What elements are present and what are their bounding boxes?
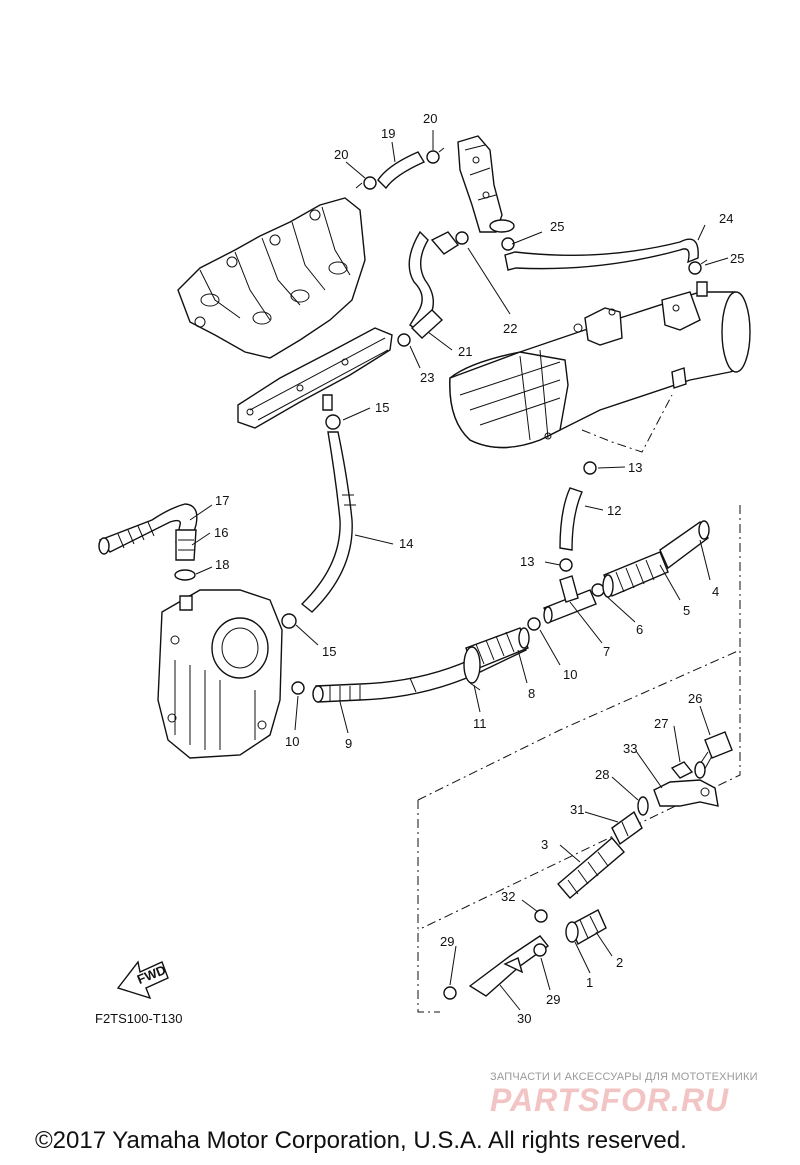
- bellows-5: [602, 551, 669, 598]
- callout-23: 23: [420, 370, 434, 385]
- hose-21: [410, 309, 444, 339]
- callout-3: 3: [541, 837, 548, 852]
- hose-12: [559, 487, 583, 551]
- callout-9: 9: [345, 736, 352, 751]
- hose-22: [408, 230, 460, 333]
- fitting-26: [694, 731, 733, 779]
- nut-27: [670, 761, 694, 779]
- fitting-1: [565, 921, 579, 943]
- clamp-29-left: [443, 986, 457, 1000]
- callout-25-left: 25: [550, 219, 564, 234]
- callout-19: 19: [381, 126, 395, 141]
- fwd-arrow-icon: FWD: [116, 960, 169, 1000]
- callout-10-left: 10: [285, 734, 299, 749]
- oil-tank: [157, 589, 283, 759]
- group-box-main: [417, 394, 741, 1013]
- hose-9: [312, 635, 527, 703]
- fitting-31: [611, 810, 643, 846]
- clamp-10-left: [291, 681, 305, 695]
- callout-4: 4: [712, 584, 719, 599]
- watermark-brand: PARTSFOR.RU: [490, 1082, 730, 1118]
- clamp-15-lower: [281, 613, 297, 629]
- callout-20-left: 20: [334, 147, 348, 162]
- callout-29-right: 29: [546, 992, 560, 1007]
- callout-22: 22: [503, 321, 517, 336]
- bracket-fitting: [457, 135, 515, 233]
- callout-5: 5: [683, 603, 690, 618]
- callout-32: 32: [501, 889, 515, 904]
- callout-18: 18: [215, 557, 229, 572]
- callout-8: 8: [528, 686, 535, 701]
- callout-2: 2: [616, 955, 623, 970]
- hose-17: [98, 503, 198, 555]
- bracket-33: [653, 779, 719, 807]
- clamp-32: [534, 909, 548, 923]
- copyright-notice: ©2017 Yamaha Motor Corporation, U.S.A. A…: [35, 1127, 687, 1154]
- callout-33: 33: [623, 741, 637, 756]
- clamp-6: [591, 583, 605, 597]
- washer-28: [637, 796, 649, 816]
- callout-14: 14: [399, 536, 413, 551]
- callout-13-lower: 13: [520, 554, 534, 569]
- exhaust-manifold: [177, 197, 393, 429]
- callout-27: 27: [654, 716, 668, 731]
- callout-28: 28: [595, 767, 609, 782]
- clamp-29-right: [533, 943, 547, 957]
- callout-10-right: 10: [563, 667, 577, 682]
- callout-6: 6: [636, 622, 643, 637]
- clamp-13-upper: [583, 461, 597, 475]
- clamp-18: [174, 569, 196, 581]
- t-joint-7: [543, 575, 597, 624]
- callout-21: 21: [458, 344, 472, 359]
- callout-7: 7: [603, 644, 610, 659]
- callout-31: 31: [570, 802, 584, 817]
- clamp-23: [397, 333, 411, 347]
- callout-20-right: 20: [423, 111, 437, 126]
- hose-14: [300, 431, 356, 613]
- clamp-10-right: [527, 617, 541, 631]
- diagram-code: F2TS100-T130: [95, 1011, 183, 1026]
- callout-29-left: 29: [440, 934, 454, 949]
- joint-30: [468, 935, 550, 997]
- clamp-13-lower: [559, 558, 573, 572]
- callout-12: 12: [607, 503, 621, 518]
- clamp-15-upper: [325, 414, 341, 430]
- callout-30: 30: [517, 1011, 531, 1026]
- callout-15-lower: 15: [322, 644, 336, 659]
- callout-1: 1: [586, 975, 593, 990]
- watermark-tagline: ЗАПЧАСТИ И АКСЕССУАРЫ ДЛЯ МОТОТЕХНИКИ: [490, 1071, 758, 1083]
- callout-13-upper: 13: [628, 460, 642, 475]
- callout-24: 24: [719, 211, 733, 226]
- callout-11: 11: [473, 716, 487, 731]
- hose-19: [377, 151, 426, 190]
- clamp-20-left: [355, 176, 377, 190]
- leader-lines: [189, 130, 729, 1011]
- hose-4: [659, 520, 710, 570]
- clamp-22: [455, 231, 469, 245]
- clamp-25-right: [688, 259, 708, 275]
- callout-17: 17: [215, 493, 229, 508]
- callout-15-upper: 15: [375, 400, 389, 415]
- callout-26: 26: [688, 691, 702, 706]
- bellows-3: [557, 837, 625, 899]
- callout-16: 16: [214, 525, 228, 540]
- part-callouts: 19 20 20 25 24 25 22 21 23 15 13 12 13 1…: [214, 111, 744, 1026]
- clamp-25-left: [501, 237, 515, 251]
- hose-24: [504, 238, 699, 271]
- clamp-11: [463, 646, 481, 691]
- callout-25-right: 25: [730, 251, 744, 266]
- muffler-body: [449, 281, 751, 449]
- clamp-20-right: [426, 147, 445, 164]
- hose-16: [175, 529, 197, 561]
